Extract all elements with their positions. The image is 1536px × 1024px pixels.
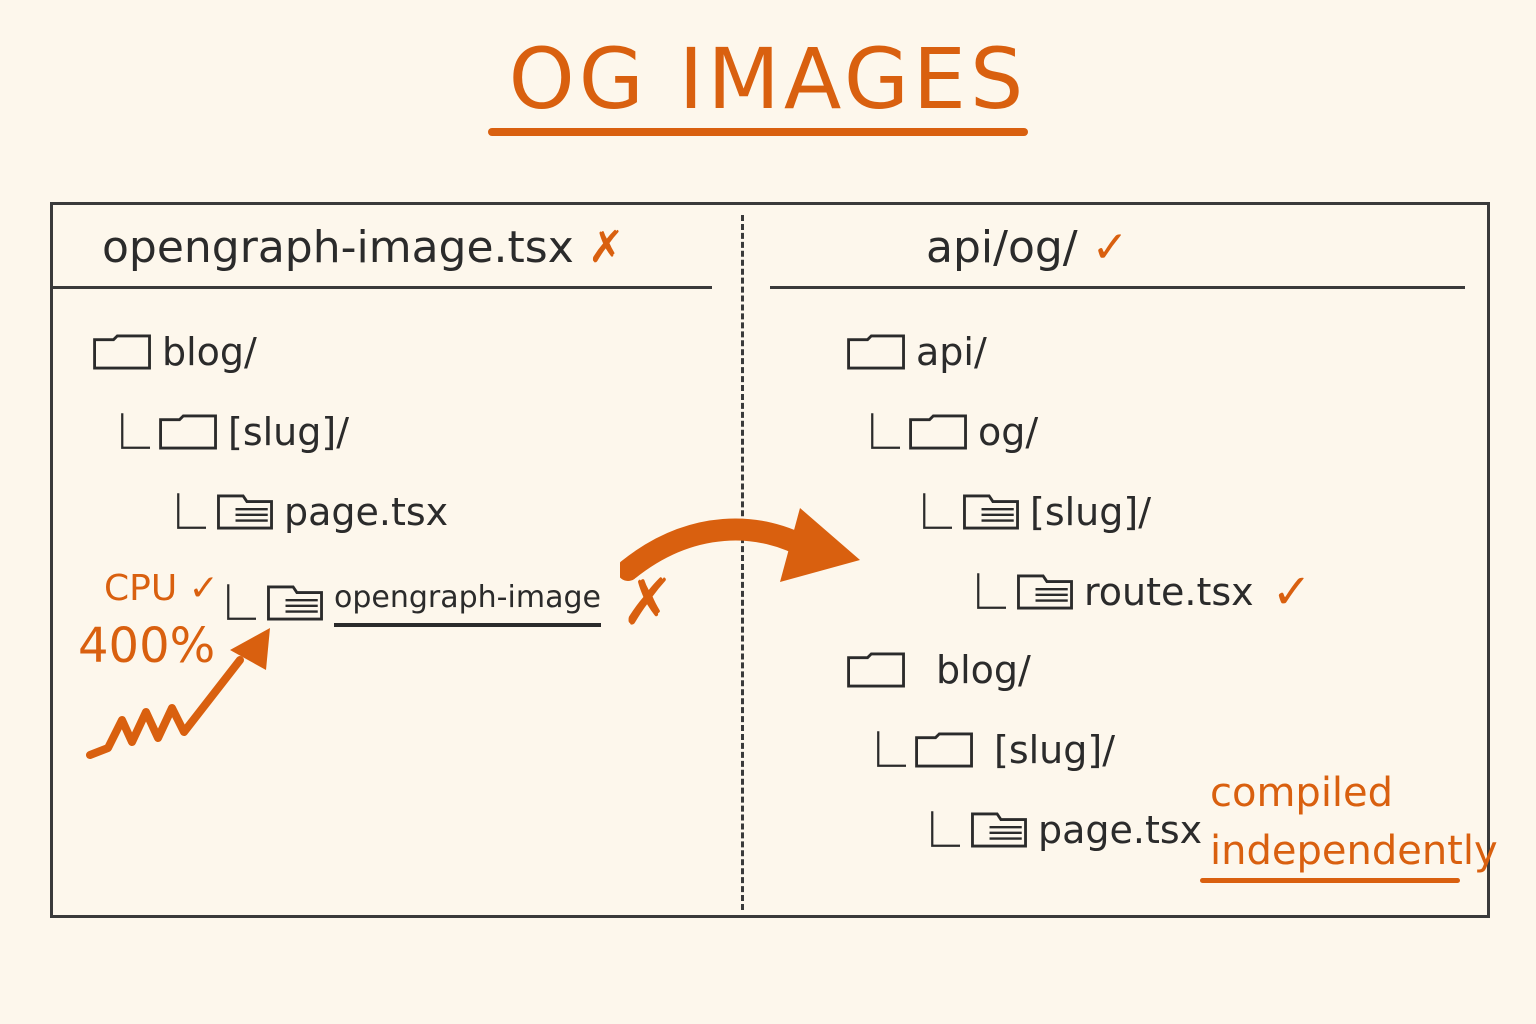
migration-arrow-icon — [620, 508, 860, 582]
tree-connector — [870, 412, 900, 452]
cpu-label: CPU ✓ — [104, 568, 219, 609]
tree-item: [slug]/ — [922, 490, 1151, 534]
folder-icon — [158, 414, 220, 450]
diagram-frame — [50, 202, 1490, 918]
file-icon — [214, 494, 276, 530]
title-underline — [488, 128, 1028, 136]
folder-icon — [92, 334, 154, 370]
check-icon: ✓ — [188, 568, 219, 609]
right-header: api/og/ ✓ — [926, 222, 1129, 273]
tree-connector — [176, 492, 206, 532]
left-header-rule — [52, 286, 712, 289]
left-header: opengraph-image.tsx ✗ — [102, 222, 625, 273]
tree-connector — [120, 412, 150, 452]
tree-item: page.tsx — [176, 490, 448, 534]
tree-connector — [922, 492, 952, 532]
cpu-value: 400% — [78, 618, 216, 674]
check-icon: ✓ — [1091, 222, 1129, 273]
tree-item: page.tsx — [930, 808, 1202, 852]
file-icon — [1014, 574, 1076, 610]
file-icon — [968, 812, 1030, 848]
check-icon: ✓ — [1271, 564, 1312, 620]
tree-item: [slug]/ — [876, 728, 1115, 772]
tree-connector — [976, 572, 1006, 612]
file-icon — [264, 585, 326, 621]
tree-item: opengraph-image ✗ — [226, 566, 675, 640]
folder-icon — [846, 334, 908, 370]
tree-item: route.tsx ✓ — [976, 564, 1312, 620]
tree-connector — [876, 730, 906, 770]
tree-connector — [226, 583, 256, 623]
file-icon — [960, 494, 1022, 530]
tree-item: blog/ — [92, 330, 257, 374]
tree-item: blog/ — [846, 648, 1031, 692]
right-header-rule — [770, 286, 1465, 289]
page-title: OG IMAGES — [508, 30, 1028, 128]
panel-divider — [741, 215, 744, 910]
tree-item: [slug]/ — [120, 410, 349, 454]
tree-item: og/ — [870, 410, 1038, 454]
folder-icon — [846, 652, 908, 688]
cross-icon: ✗ — [587, 222, 625, 273]
rising-arrow-icon — [86, 628, 270, 759]
folder-icon — [908, 414, 970, 450]
note-underline — [1200, 878, 1460, 883]
tree-connector — [930, 810, 960, 850]
compiled-note: compiled independently — [1210, 770, 1498, 874]
folder-icon — [914, 732, 976, 768]
tree-item: api/ — [846, 330, 987, 374]
